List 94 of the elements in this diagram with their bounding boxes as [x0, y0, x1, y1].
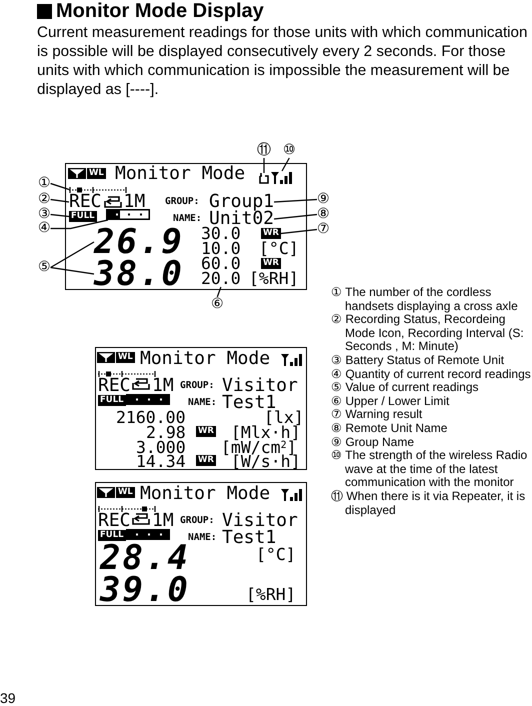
display-text: Unit02 — [209, 210, 274, 228]
callout-number: ⑨ — [317, 192, 330, 207]
record-bar-icon — [106, 209, 150, 220]
leader-line — [50, 266, 94, 275]
display-text: 1M — [152, 512, 174, 530]
display-value: 2160.00 — [116, 410, 186, 426]
callout-number: ① — [38, 176, 51, 191]
handset-bar-icon — [69, 186, 127, 193]
repeater-icon — [259, 173, 269, 184]
display-value: [W/s·h] — [231, 454, 301, 470]
lcd-screen — [65, 163, 307, 290]
display-value: 2.98 — [146, 425, 186, 441]
reading-value: 39.0 — [100, 575, 190, 605]
display-text: Monitor Mode — [140, 350, 270, 368]
leader-line — [274, 198, 318, 203]
display-value: 3.000 — [136, 440, 186, 456]
reading-value: 26.9 — [94, 227, 184, 257]
status-badge: WR — [196, 426, 216, 437]
display-text: 1M — [152, 377, 174, 395]
leader-line — [50, 219, 108, 230]
status-badge: WL — [116, 487, 135, 498]
status-badge: WL — [116, 352, 135, 363]
callout-number: ⑩ — [283, 143, 296, 158]
callout-number: ⑥ — [211, 297, 224, 312]
page-number: 39 — [0, 690, 16, 706]
callout-number: ④ — [38, 221, 51, 236]
leader-line — [50, 214, 70, 218]
callout-number: ③ — [38, 207, 51, 222]
callout-number: ⑦ — [317, 222, 330, 237]
display-value: [°C] — [256, 547, 296, 563]
legend-note: ⑨ Group Name — [331, 436, 416, 450]
display-text: Group1 — [209, 193, 274, 211]
legend-note: ① The number of the cordless handsets displaying a cross axle — [331, 286, 519, 314]
leader-line — [281, 158, 290, 172]
display-text: Monitor Mode — [140, 485, 270, 503]
legend-note: ⑧ Remote Unit Name — [331, 422, 448, 436]
legend-note: ⑪ When there is it via Repeater, it is displayed — [331, 490, 526, 518]
status-badge: FULL — [98, 530, 126, 541]
status-badge: FULL — [69, 211, 97, 222]
callout-number: ⑧ — [317, 207, 330, 222]
legend-note: ② Recording Status, Recordeing Mode Icon, Recording Interval (S: Seconds , M: Minute) — [331, 313, 525, 354]
status-badge: WR — [196, 455, 216, 466]
callout-number: ⑪ — [257, 143, 271, 158]
display-value: 10.0 — [201, 241, 241, 257]
legend-note: ③ Battery Status of Remote Unit — [331, 354, 506, 368]
display-value: 60.0 — [201, 256, 241, 272]
legend-note: ⑩ The strength of the wireless Radio wave at the time of the latest communication with the monitor — [331, 449, 528, 490]
field-label: NAME: — [188, 397, 217, 409]
field-label: GROUP: — [180, 380, 214, 392]
reading-value: 28.4 — [100, 543, 190, 573]
leader-line — [280, 228, 318, 234]
display-value: 20.0 — [201, 271, 241, 287]
display-value: [lx] — [264, 410, 304, 426]
section-title: Monitor Mode Display — [56, 0, 264, 22]
lcd-screen — [95, 482, 307, 606]
display-value: [°C] — [259, 241, 299, 257]
leader-line — [216, 286, 222, 298]
lcd-screen — [95, 347, 307, 470]
leader-line — [274, 214, 318, 220]
display-value: 30.0 — [201, 226, 241, 242]
display-text: Monitor Mode — [115, 165, 246, 183]
callout-number: ⑤ — [38, 260, 51, 275]
leader-line — [263, 158, 265, 173]
reading-value: 38.0 — [94, 259, 184, 289]
leader-line — [50, 198, 70, 203]
display-text: Visitor — [222, 512, 298, 530]
leader-line — [50, 182, 70, 190]
display-text: REC — [98, 512, 131, 530]
display-text: REC — [98, 377, 131, 395]
field-label: GROUP: — [165, 196, 200, 208]
status-badge: WR — [261, 228, 281, 239]
signal-strength-icon — [271, 171, 293, 184]
legend-note: ④ Quantity of current record readings — [331, 368, 531, 382]
display-text: 1M — [124, 193, 146, 211]
body-paragraph: Current measurement readings for those units with which communication is possible will be displayed consecutively every 2 seconds. For those units with which communication is impossible the measurement will be displayed as [----]. — [37, 23, 528, 99]
field-label: GROUP: — [180, 515, 214, 527]
field-label: NAME: — [188, 532, 217, 544]
callout-number: ② — [38, 192, 51, 207]
legend-note: ⑤ Value of current readings — [331, 381, 480, 395]
display-value: [mW/cm$^{2}$] — [221, 440, 296, 456]
display-text: Test1 — [222, 529, 276, 547]
legend-note: ⑦ Warning result — [331, 408, 424, 422]
status-badge: FULL — [98, 395, 126, 406]
status-badge: WL — [87, 168, 106, 179]
display-value: 14.34 — [136, 454, 186, 470]
field-label: NAME: — [173, 213, 202, 225]
display-text: REC — [69, 193, 102, 211]
display-value: [Mlx·h] — [231, 425, 301, 441]
display-text: Visitor — [222, 377, 298, 395]
display-value: [%RH] — [249, 271, 299, 287]
status-badge: WR — [261, 258, 281, 269]
display-value: [%RH] — [246, 587, 296, 603]
leader-line — [50, 241, 94, 268]
legend-note: ⑥ Upper / Lower Limit — [331, 394, 450, 408]
